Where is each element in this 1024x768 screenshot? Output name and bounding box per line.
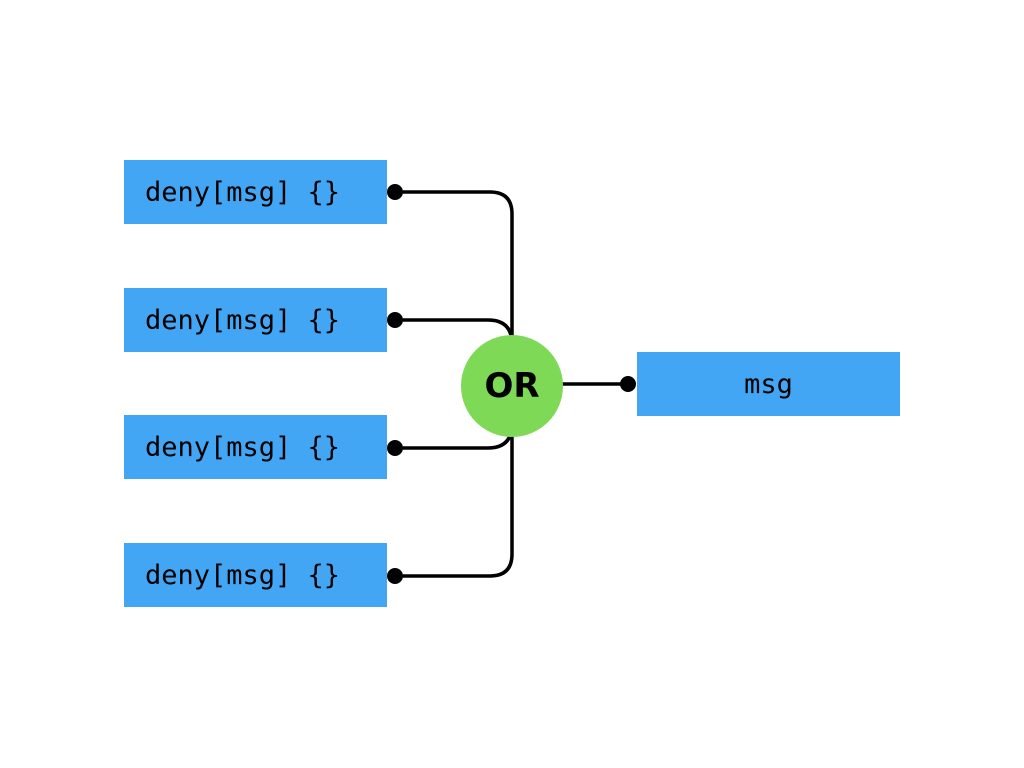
or-gate-node: OR <box>461 335 563 437</box>
output-msg-label: msg <box>744 368 793 400</box>
deny-rule-label: deny[msg] {} <box>145 176 341 208</box>
connector-dot-input-4 <box>387 568 403 584</box>
connector-dot-input-3 <box>387 440 403 456</box>
deny-rule-label: deny[msg] {} <box>145 559 341 591</box>
deny-rule-label: deny[msg] {} <box>145 431 341 463</box>
deny-rule-box: deny[msg] {} <box>124 160 387 224</box>
deny-rule-label: deny[msg] {} <box>145 304 341 336</box>
deny-rule-box: deny[msg] {} <box>124 415 387 479</box>
or-gate-label: OR <box>484 366 540 406</box>
connector-dot-output <box>620 376 636 392</box>
wire-input-1 <box>395 190 514 385</box>
deny-rule-box: deny[msg] {} <box>124 288 387 352</box>
output-msg-box: msg <box>637 352 900 416</box>
connector-dot-input-1 <box>387 184 403 200</box>
deny-rule-box: deny[msg] {} <box>124 543 387 607</box>
connector-dot-input-2 <box>387 312 403 328</box>
wire-input-4 <box>395 385 514 578</box>
